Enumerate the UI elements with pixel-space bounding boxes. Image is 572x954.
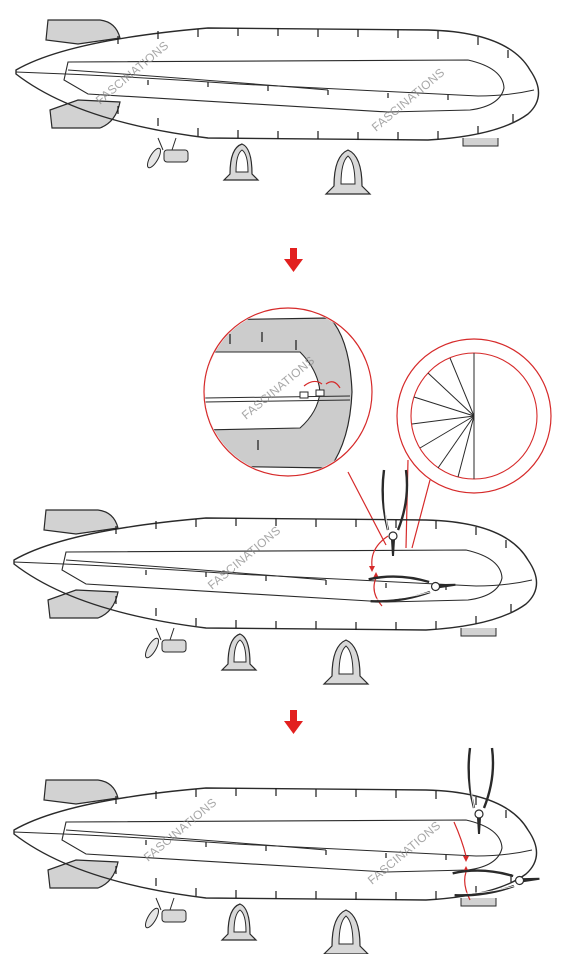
nose-detail-magnifier <box>203 307 373 477</box>
step-1-blimp <box>15 19 540 195</box>
pliers-upper-step-2[interactable] <box>381 468 409 558</box>
step-3-blimp <box>13 779 538 954</box>
callout-line-a <box>347 471 387 546</box>
callout-line-c <box>411 479 431 549</box>
down-arrow-1 <box>284 248 303 272</box>
pie-segment-magnifier <box>396 338 552 494</box>
down-arrow-2 <box>284 710 303 734</box>
